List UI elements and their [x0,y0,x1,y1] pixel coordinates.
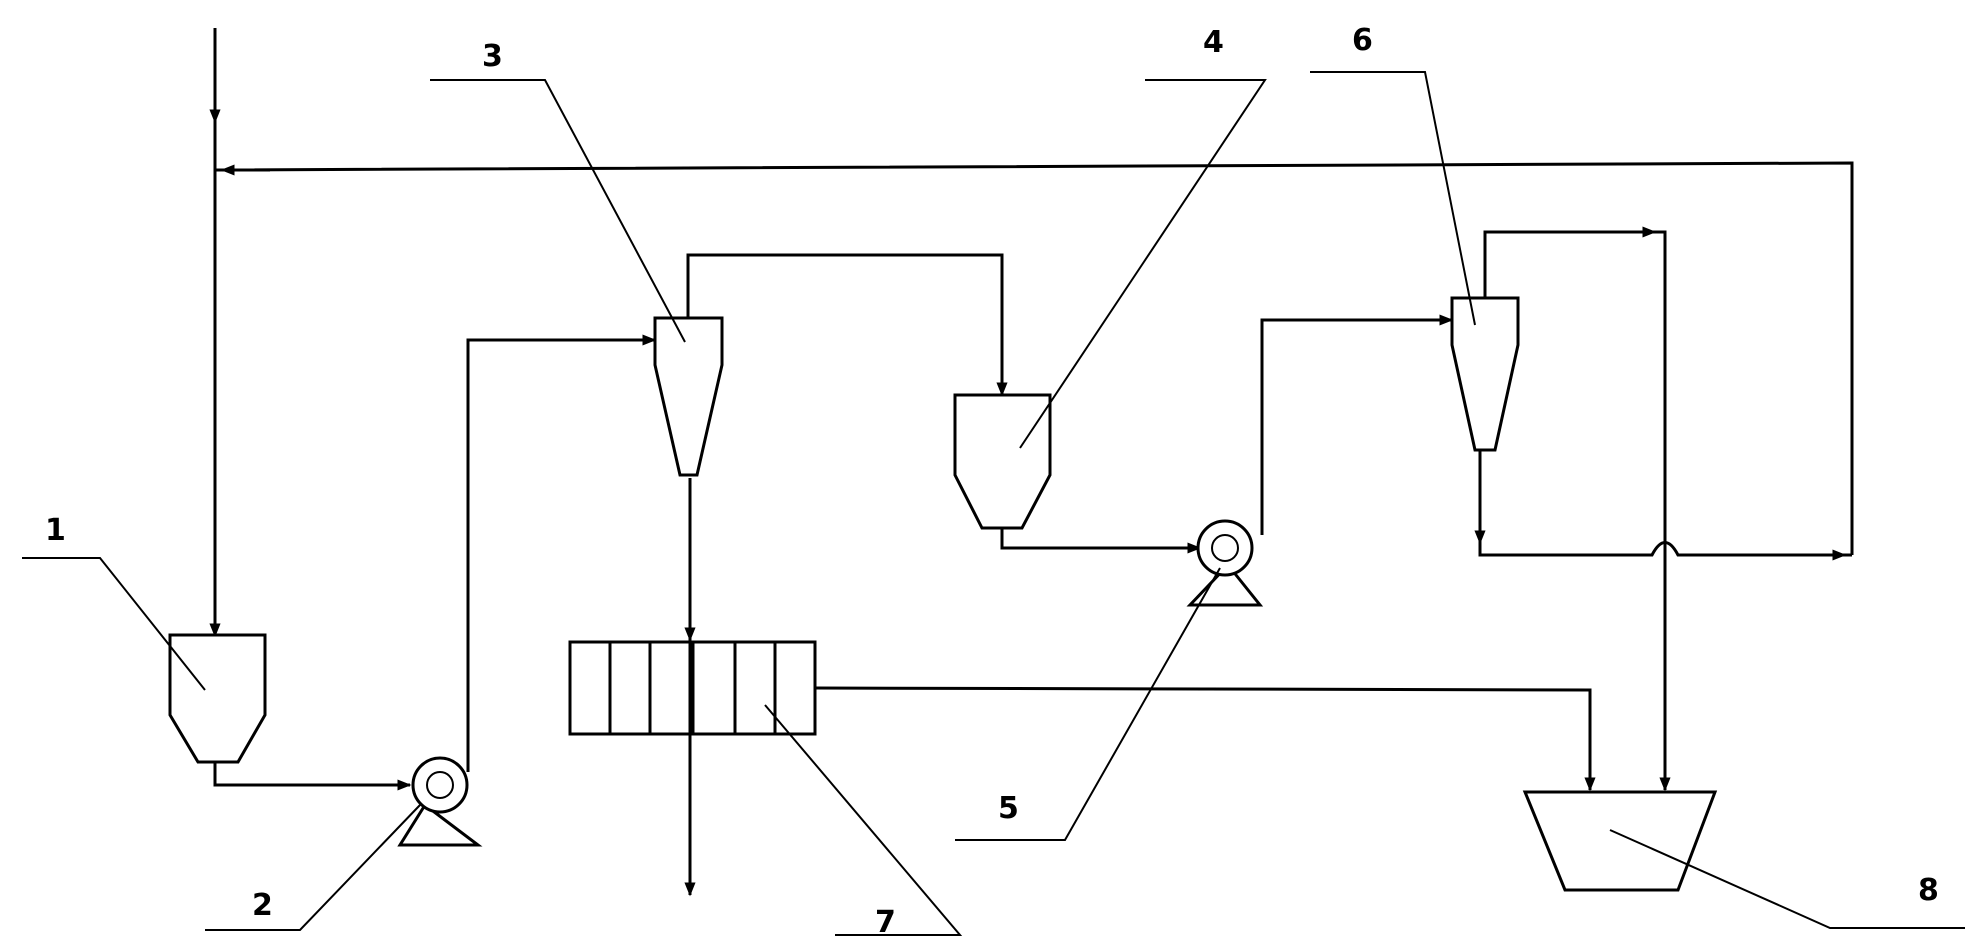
product-bin-8 [1522,790,1718,892]
leader-lines [22,71,1965,936]
recycle-line [214,161,1854,555]
label-7: 7 [875,905,896,940]
cyclone-3 [653,316,724,477]
line-blower5-cyclone6 [1260,318,1452,535]
label-4: 4 [1203,25,1224,60]
line-hopper4-blower5 [1000,528,1200,550]
label-2: 2 [252,888,273,923]
hopper-4 [953,393,1052,530]
line-cyclone3-hopper4 [686,253,1004,395]
line-screen7-bin8 [814,686,1592,790]
label-8: 8 [1918,873,1939,908]
screen-7 [568,640,817,736]
blower-2 [397,756,483,847]
label-6: 6 [1352,23,1373,58]
cyclone-6 [1450,296,1520,452]
label-3: 3 [482,39,503,74]
label-5: 5 [998,791,1019,826]
line-blower2-cyclone3 [466,338,655,772]
label-1: 1 [45,513,66,548]
hopper-1 [168,633,267,764]
line-cyclone6-top-bin8 [1483,230,1667,790]
line-cyclone6-bottom-recycle [1478,450,1852,557]
blower-5 [1186,519,1264,607]
line-hopper1-blower2 [213,762,410,787]
